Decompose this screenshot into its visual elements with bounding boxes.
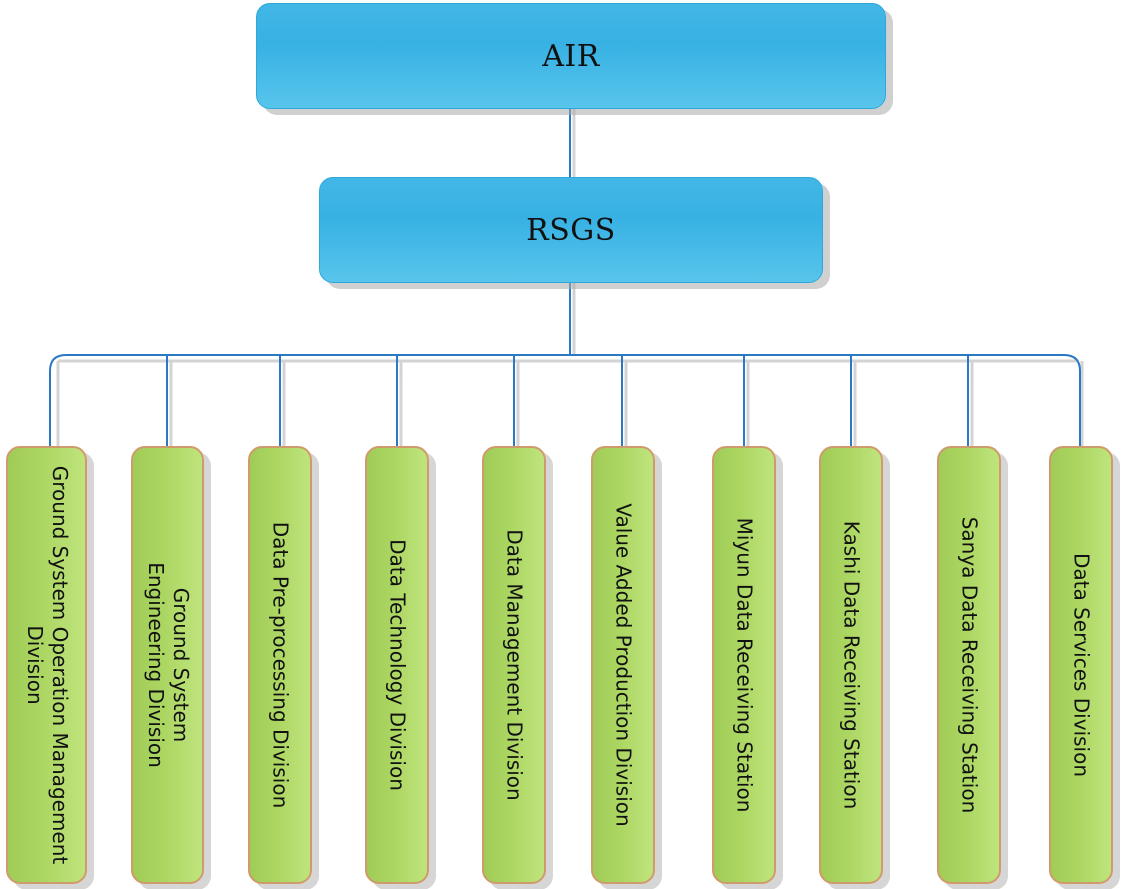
division-label: Value Added Production Division — [611, 503, 636, 827]
division-label: Miyun Data Receiving Station — [732, 517, 757, 813]
division-data-management: Data Management Division — [482, 446, 546, 884]
division-value-added-production: Value Added Production Division — [591, 446, 655, 884]
division-ground-system-operation-management: Ground System Operation Management Divis… — [6, 446, 87, 884]
org-node-rsgs: RSGS — [319, 177, 823, 283]
division-label: Ground System Engineering Division — [143, 562, 193, 768]
division-label: Data Services Division — [1069, 552, 1094, 778]
division-sanya-data-receiving-station: Sanya Data Receiving Station — [937, 446, 1001, 884]
division-data-technology: Data Technology Division — [365, 446, 429, 884]
division-miyun-data-receiving-station: Miyun Data Receiving Station — [712, 446, 776, 884]
org-node-air: AIR — [256, 3, 886, 109]
division-label: Kashi Data Receiving Station — [839, 520, 864, 810]
division-data-pre-processing: Data Pre-processing Division — [248, 446, 312, 884]
division-label: Data Technology Division — [385, 539, 410, 791]
division-ground-system-engineering: Ground System Engineering Division — [131, 446, 204, 884]
division-label: Sanya Data Receiving Station — [957, 516, 982, 814]
org-node-air-label: AIR — [542, 38, 600, 74]
division-data-services: Data Services Division — [1049, 446, 1113, 884]
division-label: Data Management Division — [502, 529, 527, 801]
org-node-rsgs-label: RSGS — [526, 212, 616, 248]
division-label: Data Pre-processing Division — [268, 521, 293, 809]
division-label: Ground System Operation Management Divis… — [22, 465, 72, 865]
division-kashi-data-receiving-station: Kashi Data Receiving Station — [819, 446, 883, 884]
